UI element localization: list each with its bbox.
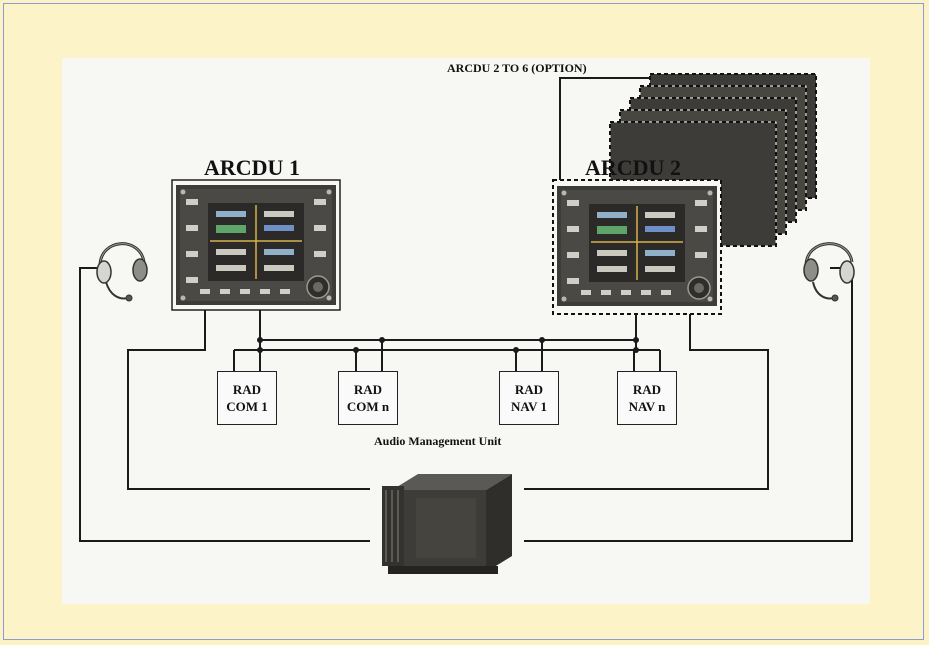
headset-left-icon	[96, 242, 148, 302]
radio-nav1-line2: NAV 1	[510, 399, 547, 414]
arcdu1-label: ARCDU 1	[204, 155, 300, 180]
options-bracket	[559, 77, 650, 180]
arcdu-options-label: ARCDU 2 TO 6 (OPTION)	[447, 61, 587, 75]
audio-management-unit-icon	[382, 474, 512, 574]
radio-nav1-line1: RAD	[514, 382, 544, 397]
radio-comn-box: RAD COM n	[338, 371, 398, 425]
radio-navn-line2: NAV n	[628, 399, 666, 414]
radio-navn-line1: RAD	[632, 382, 662, 397]
radio-nav1-box: RAD NAV 1	[499, 371, 559, 425]
radio-comn-line1: RAD	[353, 382, 383, 397]
radio-com1-line2: COM 1	[226, 399, 268, 414]
radio-com1-line1: RAD	[232, 382, 262, 397]
arcdu2-label: ARCDU 2	[585, 155, 681, 180]
amu-label: Audio Management Unit	[374, 434, 502, 448]
radio-navn-box: RAD NAV n	[617, 371, 677, 425]
arcdu2-panel-icon	[556, 185, 718, 307]
radio-comn-line2: COM n	[346, 399, 390, 414]
headset-right-icon	[803, 242, 855, 302]
arcdu1-panel-icon	[175, 184, 337, 306]
radio-com1-box: RAD COM 1	[217, 371, 277, 425]
junction-dots	[257, 337, 639, 353]
